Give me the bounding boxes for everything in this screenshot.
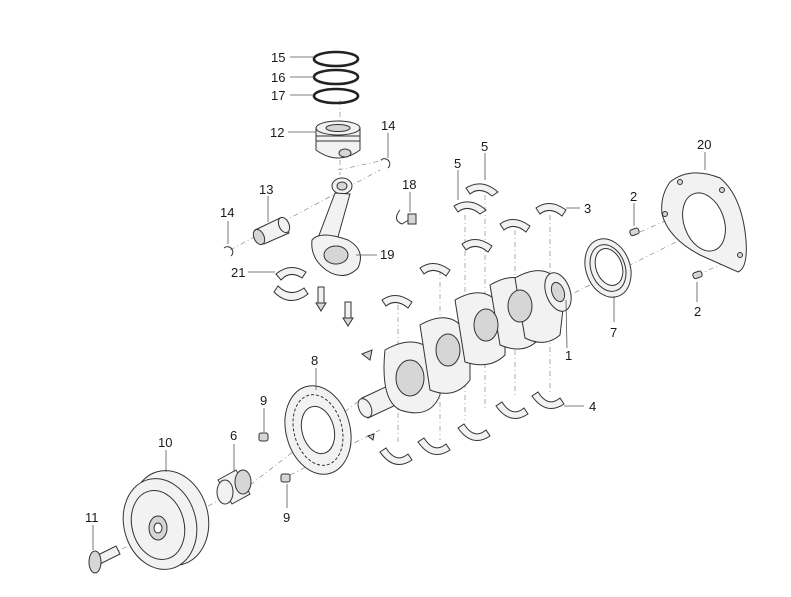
callout-5-lower: 5 [454,156,461,171]
callout-8: 8 [311,353,318,368]
callout-5-upper: 5 [481,139,488,154]
bolt-9-lower [280,473,291,483]
callout-18: 18 [402,177,416,192]
callout-20: 20 [697,137,711,152]
target-wheel [284,385,352,475]
callout-16: 16 [271,70,285,85]
callout-9-lower: 9 [283,510,290,525]
callout-10: 10 [158,435,172,450]
rod-bolt-left [315,286,327,312]
callout-2-upper: 2 [630,189,637,204]
callout-1: 1 [565,348,572,363]
piston-ring-16 [312,68,360,86]
crankshaft [357,270,572,419]
seal-housing [661,172,747,273]
callout-12: 12 [270,125,284,140]
thrust-bearing-5-lower [453,201,487,215]
callout-2-lower: 2 [694,304,701,319]
thrust-bearing-5-upper [465,183,499,197]
snap-ring-14-right [380,158,391,169]
callout-labels: 15 16 17 12 14 14 13 18 19 21 5 5 3 20 2… [85,50,711,525]
rod-bolt-right [342,301,354,327]
rod-bearing-21 [273,267,309,301]
piston [315,120,361,159]
rear-oil-seal [584,238,632,298]
callout-17: 17 [271,88,285,103]
callout-14-left: 14 [220,205,234,220]
leader-lines [92,56,706,550]
callout-3: 3 [584,201,591,216]
callout-19: 19 [380,247,394,262]
callout-11: 11 [85,510,99,525]
snap-ring-14-left [223,246,234,257]
callout-14-right: 14 [381,118,395,133]
callout-4: 4 [589,399,596,414]
main-bearing-lower [366,391,565,465]
crank-sprocket [216,469,252,505]
crank-pulley [122,470,210,570]
callout-6: 6 [230,428,237,443]
piston-ring-15 [312,50,360,68]
dowel-pin-upper [629,227,640,237]
piston-pin [252,216,291,246]
dowel-pin-lower [692,270,703,280]
bolt-9-upper [258,432,269,442]
callout-15: 15 [271,50,285,65]
callout-9-upper: 9 [260,393,267,408]
pulley-bolt [88,545,121,574]
callout-7: 7 [610,325,617,340]
callout-13: 13 [259,182,273,197]
connecting-rod [311,177,361,276]
piston-ring-17 [312,87,360,105]
main-bearing-upper [381,203,567,309]
callout-21: 21 [231,265,245,280]
oil-jet [396,209,417,225]
